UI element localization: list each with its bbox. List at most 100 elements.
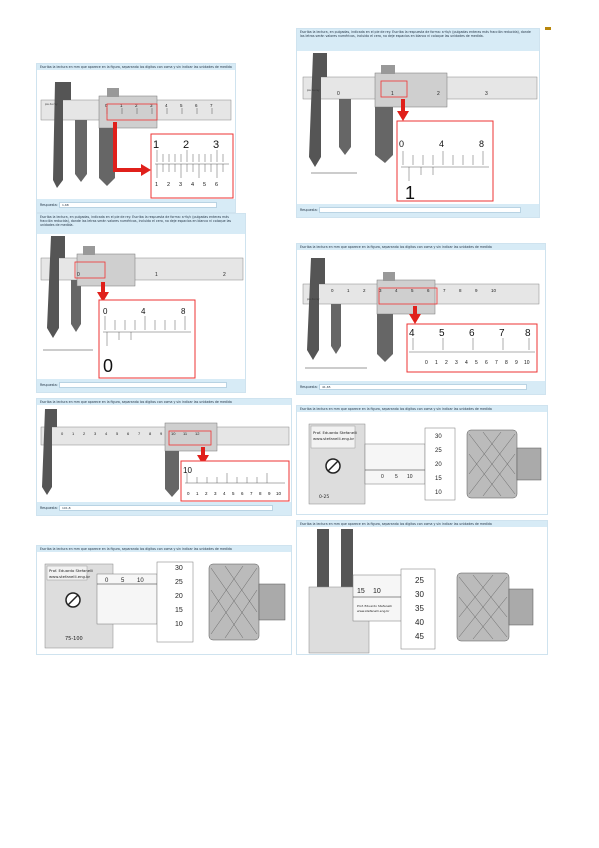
main-scale-label: 5 <box>116 431 119 436</box>
zoom-main-label: 2 <box>183 139 189 151</box>
zoom-vernier-label: 5 <box>203 182 206 188</box>
main-scale-label: 2 <box>83 431 86 436</box>
zoom-vernier-label: 1 <box>155 182 158 188</box>
sleeve-label: 5 <box>121 578 125 584</box>
main-scale-label: 3 <box>150 103 153 108</box>
sleeve-label: 0 <box>381 474 384 480</box>
zoom-bottom-label: 0 <box>103 356 113 376</box>
answer-input[interactable] <box>59 382 227 388</box>
main-scale-label: 1 <box>391 91 394 97</box>
main-scale-label: 2 <box>135 103 138 108</box>
main-scale-label: 0 <box>61 431 64 436</box>
caliper-illustration: pie de rey 0 1 2 3 4 5 6 7 1 <box>40 82 234 199</box>
thimble-label: 40 <box>415 618 424 627</box>
answer-row: Respuesta: <box>297 204 539 217</box>
answer-row: Respuesta: 101,8 <box>37 502 291 515</box>
main-scale-label: 1 <box>72 431 75 436</box>
range-label: 0-25 <box>319 494 329 500</box>
instruction-text: Escriba la lectura en mm que aparece en … <box>297 406 547 412</box>
zoom-vernier-label: 7 <box>495 360 498 366</box>
main-scale-label: 1 <box>347 288 350 293</box>
main-scale-label: 2 <box>437 91 440 97</box>
exercise-card-micrometer-1: Escriba la lectura en mm que aparece en … <box>296 405 548 515</box>
thimble-label: 30 <box>175 565 183 572</box>
zoom-main-label: 10 <box>183 466 192 475</box>
answer-input[interactable]: 1,68 <box>59 202 217 208</box>
instruction-text: Escriba la lectura, en pulgadas, indicad… <box>37 214 245 234</box>
main-scale-label: 12 <box>195 431 200 436</box>
zoom-vernier-label: 1 <box>196 491 199 496</box>
thimble-label: 30 <box>415 590 424 599</box>
sleeve-label: 10 <box>407 474 413 480</box>
main-scale-label: 10 <box>491 288 497 293</box>
answer-label: Respuesta: <box>300 385 318 389</box>
micrometer-illustration: 15 10 Prof. Eduardo Stefanelli www.stefa… <box>308 529 534 654</box>
sleeve-label: 10 <box>137 578 144 584</box>
maker-label: pie de rey <box>307 297 320 301</box>
sleeve-label: 0 <box>105 578 109 584</box>
main-scale-label: 6 <box>127 431 130 436</box>
plate-name: Prof. Eduardo Stefanelli <box>49 568 93 573</box>
caliper-illustration: 0 1 2 3 4 5 6 7 8 9 10 11 12 10 0 1 2 <box>40 409 290 502</box>
zoom-vernier-label: 5 <box>475 360 478 366</box>
sleeve-label: 5 <box>395 474 398 480</box>
zoom-vernier-label: 4 <box>191 182 194 188</box>
thimble-label: 30 <box>435 434 442 440</box>
zoom-vernier-label: 5 <box>232 491 235 496</box>
sleeve-label: 10 <box>373 588 381 595</box>
main-scale-label: 0 <box>337 91 340 97</box>
exercise-card-caliper-metric-1: Escriba la lectura en mm que aparece en … <box>36 63 236 213</box>
zoom-top-label: 8 <box>181 307 186 316</box>
answer-input[interactable] <box>319 207 521 213</box>
zoom-vernier-label: 2 <box>205 491 208 496</box>
zoom-vernier-label: 3 <box>455 360 458 366</box>
zoom-vernier-label: 8 <box>505 360 508 366</box>
main-scale-label: 7 <box>443 288 446 293</box>
zoom-top-label: 4 <box>141 307 146 316</box>
answer-input[interactable]: 41,65 <box>319 384 527 390</box>
zoom-vernier-label: 0 <box>187 491 190 496</box>
zoom-vernier-label: 1 <box>435 360 438 366</box>
thimble-label: 15 <box>435 476 442 482</box>
instruction-text: Escriba la lectura en mm que aparece en … <box>297 244 545 250</box>
zoom-vernier-label: 2 <box>167 182 170 188</box>
main-scale-label: 1 <box>120 103 123 108</box>
answer-label: Respuesta: <box>40 506 58 510</box>
zoom-vernier-label: 3 <box>179 182 182 188</box>
zoom-top-label: 0 <box>103 307 108 316</box>
zoom-vernier-label: 10 <box>524 360 530 366</box>
main-scale-label: 4 <box>165 103 168 108</box>
answer-label: Respuesta: <box>40 203 58 207</box>
instruction-text: Escriba la lectura en mm que aparece en … <box>37 399 291 405</box>
exercise-card-caliper-inch-1: Escriba la lectura, en pulgadas, indicad… <box>296 28 540 218</box>
main-scale-label: 4 <box>105 431 108 436</box>
zoom-vernier-label: 8 <box>259 491 262 496</box>
zoom-vernier-label: 3 <box>214 491 217 496</box>
zoom-bottom-label: 1 <box>405 183 415 203</box>
answer-input[interactable]: 101,8 <box>59 505 273 511</box>
zoom-vernier-label: 6 <box>485 360 488 366</box>
main-scale-label: 0 <box>77 272 80 278</box>
micrometer-illustration: Prof. Eduardo Stefanelli www.stefanelli.… <box>44 561 286 649</box>
range-label: 75-100 <box>65 636 83 642</box>
thimble-label: 35 <box>415 604 424 613</box>
answer-label: Respuesta: <box>300 208 318 212</box>
zoom-main-label: 7 <box>499 328 505 339</box>
zoom-main-label: 1 <box>153 139 159 151</box>
sleeve-label: 15 <box>357 588 365 595</box>
zoom-vernier-label: 9 <box>268 491 271 496</box>
main-scale-label: 8 <box>149 431 152 436</box>
main-scale-label: 3 <box>485 91 488 97</box>
caliper-illustration: 0 1 2 0 4 8 0 <box>40 236 244 379</box>
zoom-main-label: 3 <box>213 139 219 151</box>
thimble-label: 45 <box>415 632 424 641</box>
thimble-label: 25 <box>175 579 183 586</box>
main-scale-label: 9 <box>475 288 478 293</box>
micrometer-illustration: Prof. Eduardo Stefanelli www.stefanelli.… <box>308 423 542 505</box>
instruction-text: Escriba la lectura en mm que aparece en … <box>297 521 547 527</box>
main-scale-label: 11 <box>183 431 188 436</box>
zoom-main-label: 5 <box>439 328 445 339</box>
answer-row: Respuesta: 41,65 <box>297 381 545 394</box>
main-scale-label: 3 <box>379 288 382 293</box>
main-scale-label: 0 <box>105 103 108 108</box>
